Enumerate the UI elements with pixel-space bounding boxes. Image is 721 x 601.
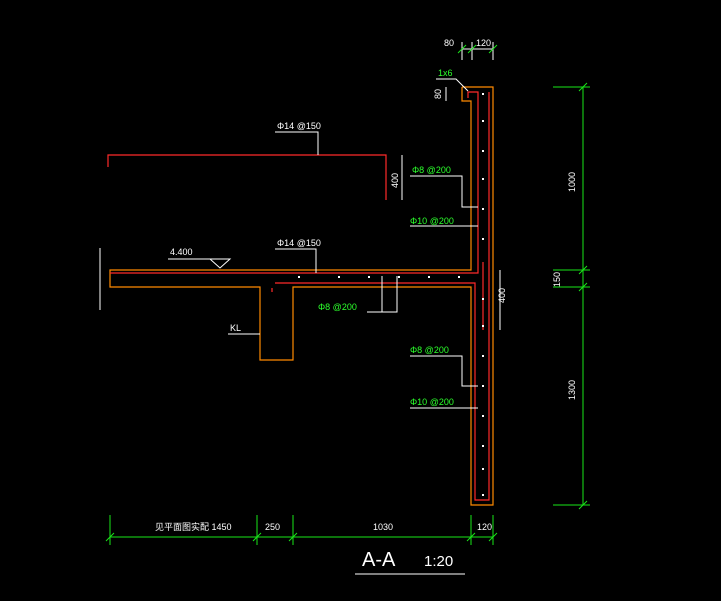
rebar-beam-stirrup: Φ8 @200 — [318, 302, 357, 312]
dim-tick — [578, 500, 588, 510]
rebar-dot — [482, 178, 484, 180]
dim-tick — [288, 532, 298, 542]
rebar-dot — [368, 276, 370, 278]
dim-tick — [578, 282, 588, 292]
concrete-outline — [109, 86, 494, 506]
rebar-dot — [482, 445, 484, 447]
dim-right-lower: 1300 — [567, 380, 577, 400]
dim-bottom-1030: 1030 — [373, 522, 393, 532]
dim-tick — [467, 44, 477, 54]
rebar-wall-upper-1: Φ8 @200 — [412, 165, 451, 175]
dim-tick — [488, 44, 498, 54]
rebar-top-label: Φ14 @150 — [277, 121, 321, 131]
rebar-dot — [482, 325, 484, 327]
rebar-dot — [482, 385, 484, 387]
rebar-slab-label: Φ14 @150 — [277, 238, 321, 248]
rebar-dot — [482, 93, 484, 95]
dim-tick — [578, 82, 588, 92]
dim-400-wall-label: 400 — [497, 288, 507, 303]
leaders — [99, 42, 501, 575]
rebar-dot — [482, 150, 484, 152]
section-title: A-A — [362, 549, 396, 571]
dim-400-upper-label: 400 — [390, 173, 400, 188]
dim-tick — [105, 532, 115, 542]
dim-bottom-250: 250 — [265, 522, 280, 532]
dim-tick — [457, 44, 467, 54]
rebar-wall-lower-1: Φ8 @200 — [410, 345, 449, 355]
elevation-triangle — [208, 258, 232, 269]
rebar-dot — [482, 298, 484, 300]
rebar-dot — [482, 355, 484, 357]
dim-top-120: 120 — [476, 38, 491, 48]
rebar-slab-bottom — [275, 92, 490, 501]
rebar-dot — [482, 208, 484, 210]
rebar-wall-lower-2: Φ10 @200 — [410, 397, 454, 407]
rebar-dot — [338, 276, 340, 278]
rebar-dot — [398, 276, 400, 278]
rebar-dot — [428, 276, 430, 278]
rebar-lines — [107, 91, 490, 501]
dim-tick — [466, 532, 476, 542]
dim-right-middle: 150 — [552, 272, 562, 287]
dim-tick — [488, 532, 498, 542]
elevation-label: 4.400 — [170, 247, 193, 257]
leader-wall-lower-1 — [410, 355, 478, 387]
rebar-wall-upper-2: Φ10 @200 — [410, 216, 454, 226]
green-dimensions — [105, 44, 590, 545]
rebar-dots — [298, 93, 484, 496]
dim-tick — [252, 532, 262, 542]
wall-outer-outline — [109, 86, 494, 506]
dim-tick — [578, 265, 588, 275]
leader-beam-stirrup — [367, 276, 398, 313]
dim-80-vertical: 80 — [433, 89, 443, 99]
label-1x6: 1x6 — [438, 68, 453, 78]
rebar-dot — [298, 276, 300, 278]
rebar-dot — [482, 494, 484, 496]
rebar-dot — [482, 468, 484, 470]
rebar-dot — [482, 238, 484, 240]
leader-1x6 — [436, 78, 469, 92]
leader-rebar-slab — [275, 248, 317, 273]
leader-wall-upper-1 — [410, 175, 478, 208]
labels: 80 120 1x6 80 Φ14 @150 400 Φ8 @200 Φ10 @… — [155, 38, 577, 571]
dim-top-80: 80 — [444, 38, 454, 48]
rebar-slab-top — [110, 91, 479, 274]
dim-bottom-note: 见平面图实配 1450 — [155, 521, 232, 532]
kl-label: KL — [230, 323, 241, 333]
dim-bottom-120: 120 — [477, 522, 492, 532]
rebar-top-hook — [107, 154, 387, 200]
dim-right-upper: 1000 — [567, 172, 577, 192]
section-scale: 1:20 — [424, 553, 453, 570]
leader-rebar-top — [275, 131, 319, 155]
rebar-dot — [482, 415, 484, 417]
rebar-dot — [482, 120, 484, 122]
rebar-dot — [458, 276, 460, 278]
